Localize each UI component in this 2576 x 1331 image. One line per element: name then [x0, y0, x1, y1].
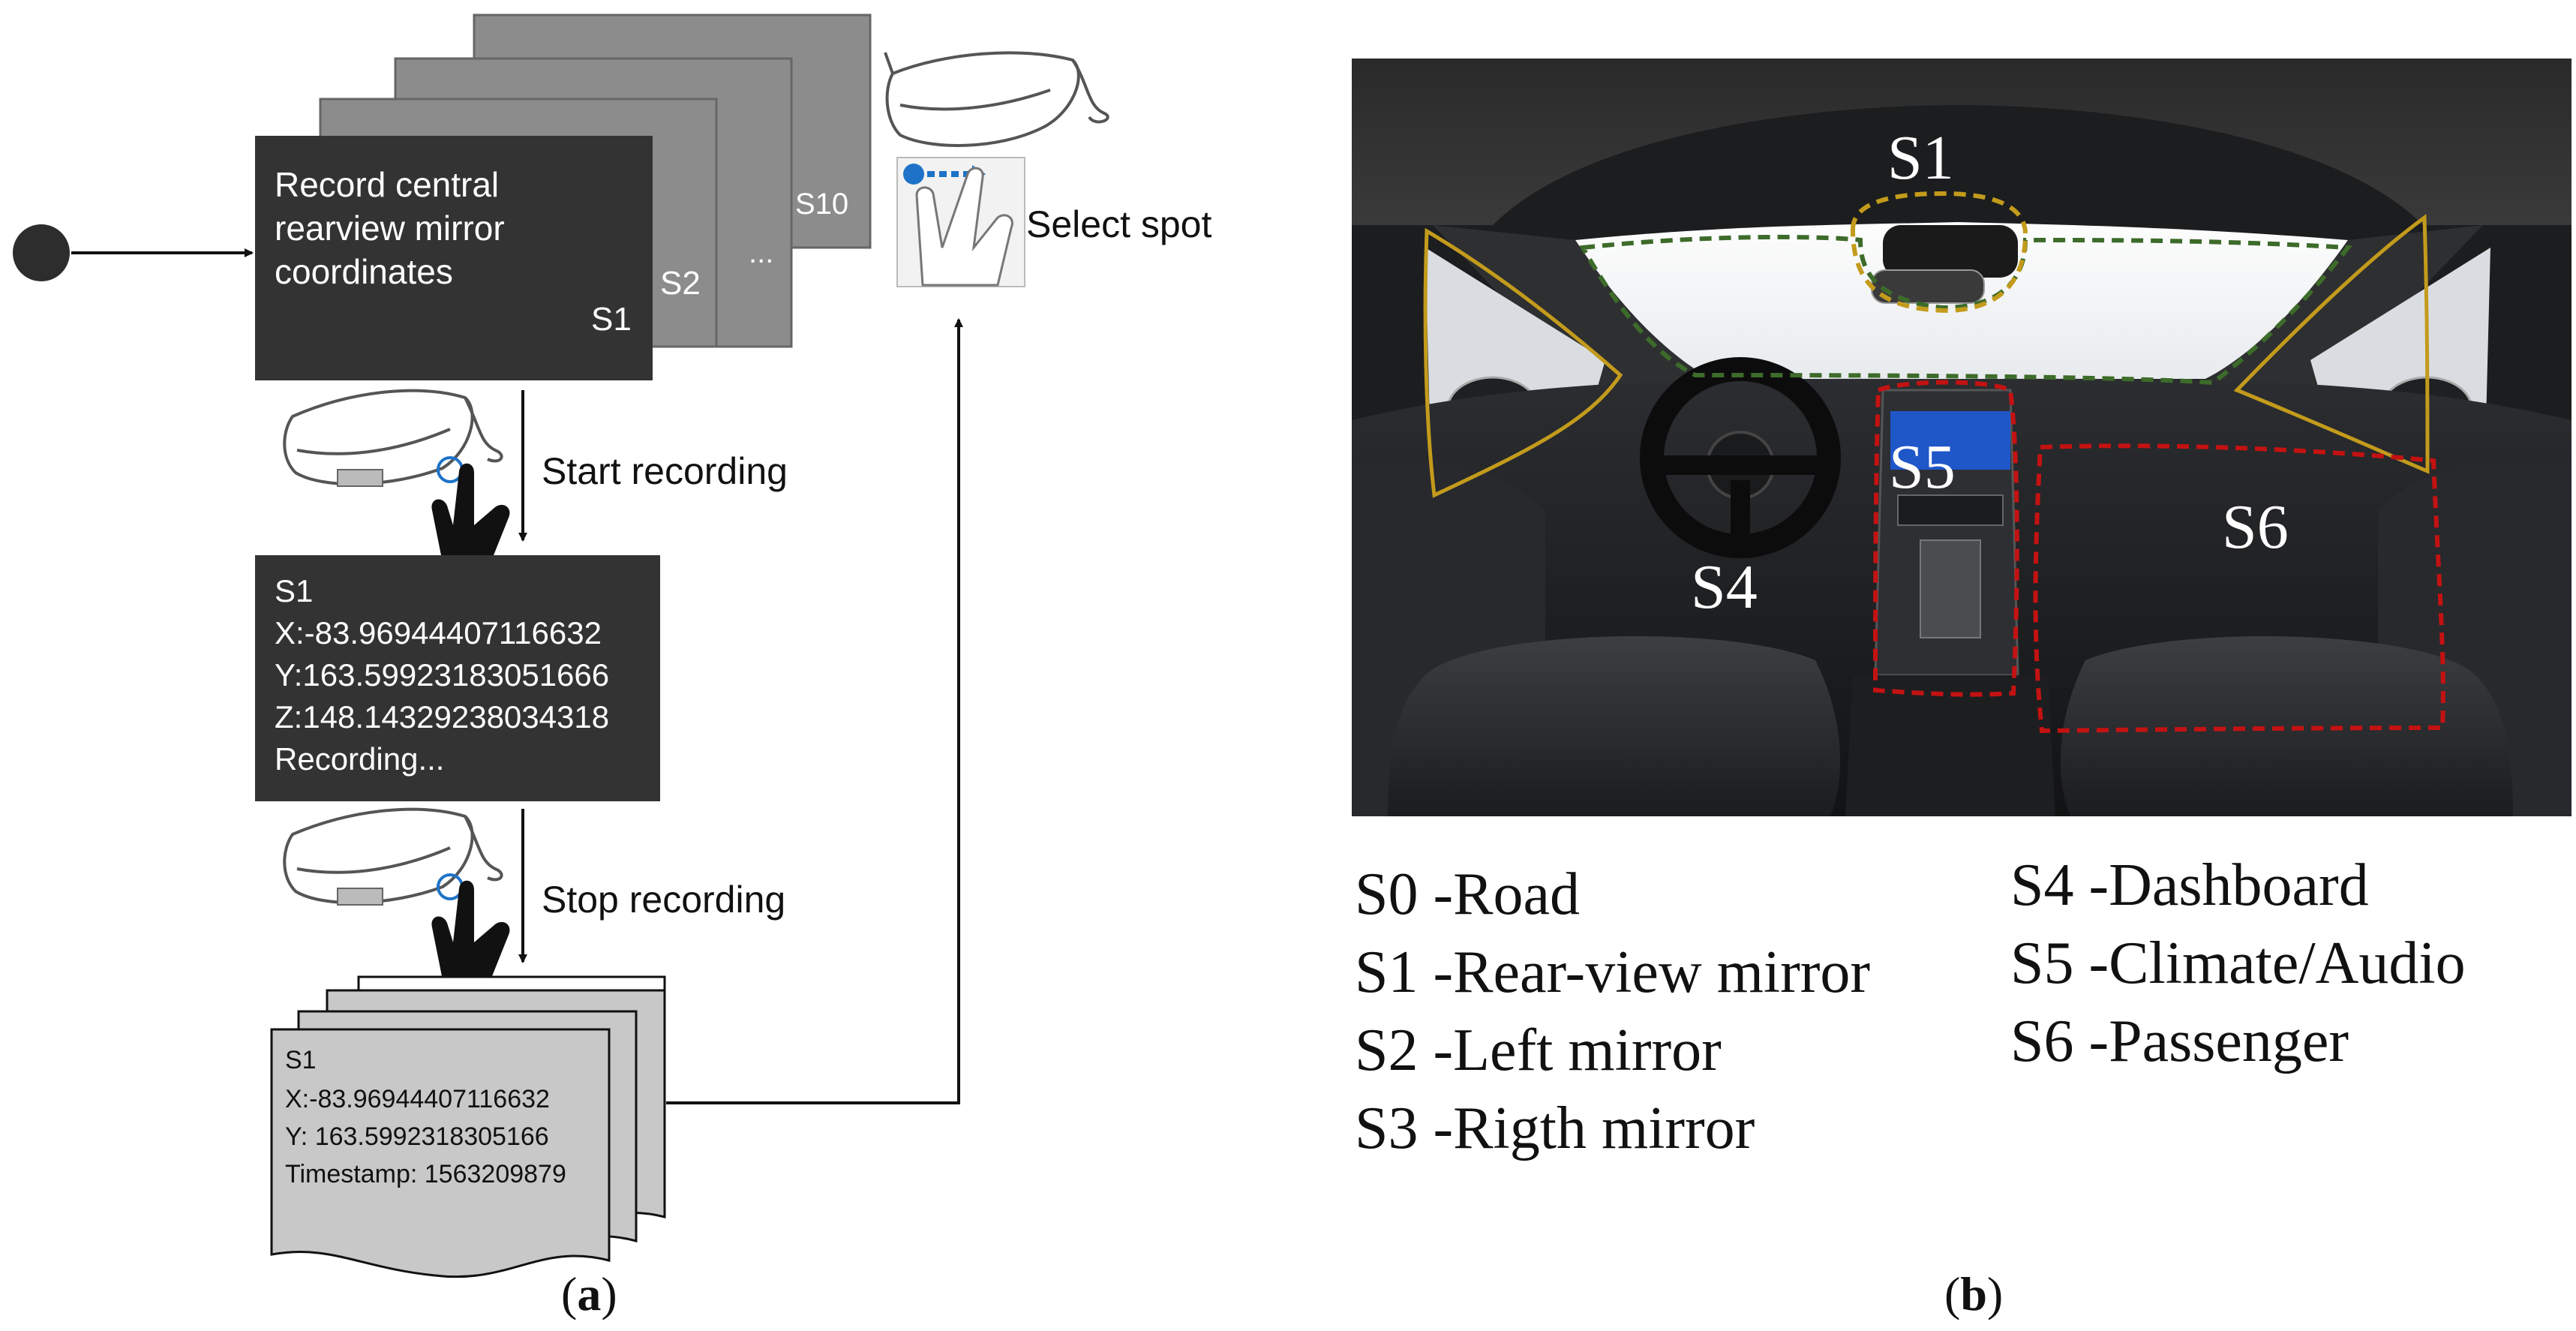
screen-s1: [255, 136, 653, 380]
legend-s5: S5 -Climate/Audio: [2010, 930, 2466, 996]
legend-s6: S6 -Passenger: [2010, 1008, 2349, 1074]
caption-b: (b): [1944, 1267, 2003, 1320]
legend-s2: S2 -Left mirror: [1355, 1017, 1722, 1083]
stop-recording-label: Stop recording: [542, 879, 785, 921]
loop-arrow: [666, 318, 963, 1104]
document-line-3: Y: 163.5992318305166: [285, 1122, 549, 1151]
caption-a: (a): [561, 1267, 617, 1320]
screen-s10-tag: S10: [795, 188, 848, 221]
caption-a-close: ): [601, 1267, 617, 1320]
region-climate-audio: [1872, 380, 2019, 697]
recording-line-2: X:-83.96944407116632: [275, 615, 602, 650]
document-line-2: X:-83.96944407116632: [285, 1085, 550, 1113]
start-node: [13, 224, 70, 281]
recording-line-1: S1: [275, 573, 313, 608]
recording-line-4: Z:148.14329238034318: [275, 699, 609, 735]
caption-a-open: (: [561, 1267, 577, 1320]
caption-b-close: ): [1987, 1267, 2003, 1320]
legend-s4: S4 -Dashboard: [2010, 852, 2369, 918]
smart-glasses-icon: [283, 807, 503, 906]
select-spot-label: Select spot: [1026, 203, 1211, 245]
caption-a-letter: a: [577, 1267, 601, 1320]
document-line-1: S1: [285, 1046, 317, 1074]
legend-s3: S3 -Rigth mirror: [1355, 1095, 1755, 1161]
region-windshield: [1579, 234, 2352, 386]
tap-gesture-icon: [431, 873, 510, 987]
tap-gesture-icon: [431, 456, 510, 570]
screen-s1-tag: S1: [591, 301, 632, 338]
caption-b-open: (: [1944, 1267, 1960, 1320]
smart-glasses-icon: [283, 389, 503, 487]
panel-a: S10 ... S2 Record central rearview mirro…: [13, 14, 1211, 1320]
caption-b-letter: b: [1960, 1267, 1987, 1320]
screen-s1-line-1: Record central: [275, 165, 499, 204]
recording-line-5: Recording...: [275, 741, 444, 777]
spot-label-s4: S4: [1691, 552, 1758, 622]
spot-label-s5: S5: [1889, 432, 1956, 502]
region-rear-mirror: [1850, 191, 2028, 314]
legend-s0: S0 -Road: [1355, 861, 1580, 927]
car-interior-photo: [1352, 59, 2571, 816]
legend-s1: S1 -Rear-view mirror: [1355, 939, 1870, 1005]
swipe-gesture-icon: [896, 157, 1025, 287]
screen-ellipsis-tag: ...: [749, 236, 773, 269]
screen-s1-line-3: coordinates: [275, 252, 453, 291]
region-right-mirror: [2233, 214, 2430, 474]
smart-glasses-icon: [884, 51, 1109, 147]
document-stack: [270, 975, 666, 1278]
recording-line-3: Y:163.59923183051666: [275, 657, 609, 693]
region-passenger: [2033, 443, 2445, 734]
screen-s1-line-2: rearview mirror: [275, 209, 505, 248]
screen-s2-tag: S2: [660, 265, 701, 302]
region-left-mirror: [1423, 227, 1623, 498]
document-line-4: Timestamp: 1563209879: [285, 1160, 566, 1188]
spot-label-s6: S6: [2222, 492, 2289, 562]
spot-label-s1: S1: [1887, 123, 1954, 193]
start-recording-label: Start recording: [542, 450, 788, 492]
recording-screen: [255, 555, 660, 801]
panel-b: S1 S4 S5 S6 S0 -Road S1 -Rear-view mirro…: [1352, 59, 2571, 1320]
